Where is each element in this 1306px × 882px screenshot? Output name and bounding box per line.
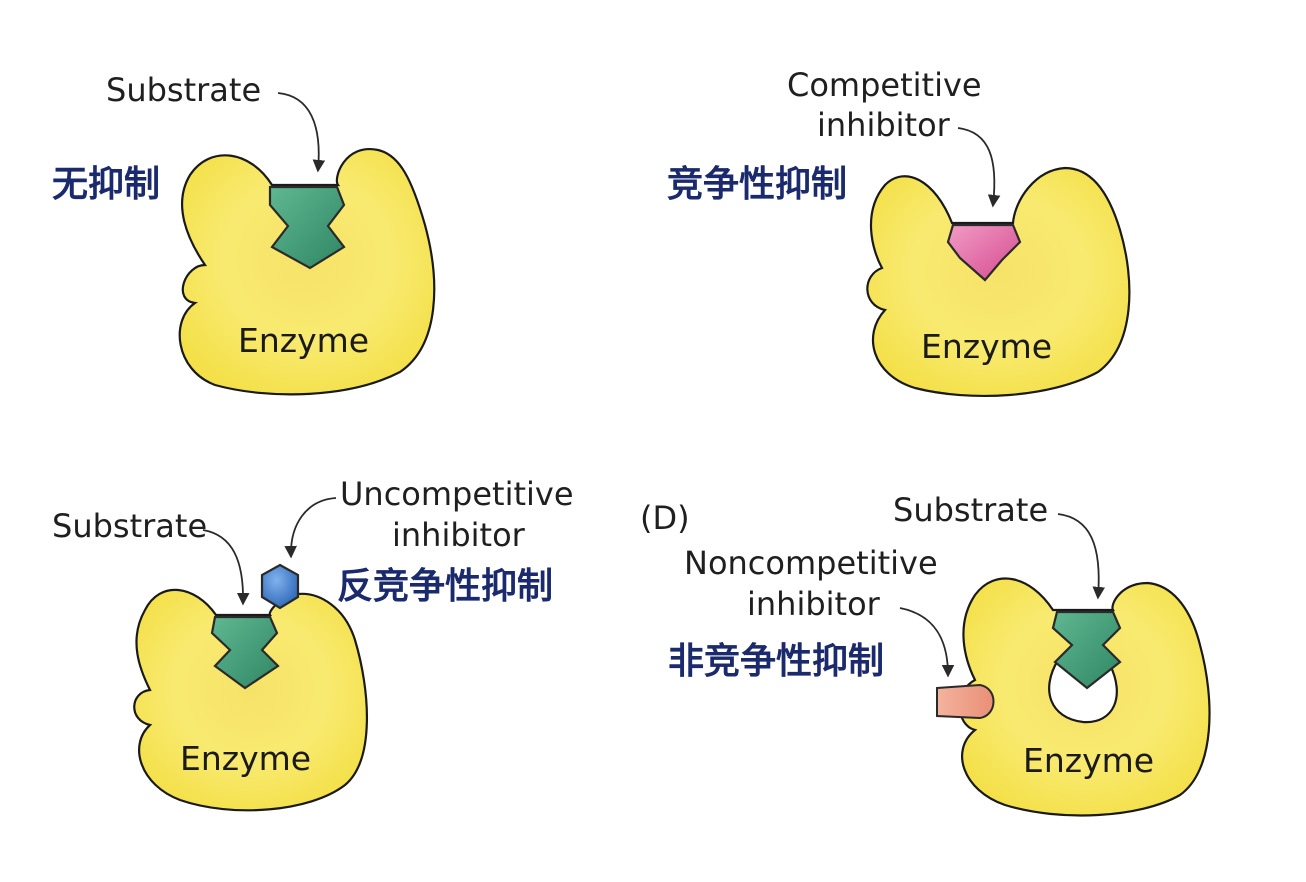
noncompetitive-inhibitor-label-line2: inhibitor xyxy=(747,585,881,623)
substrate-arrow xyxy=(202,529,250,606)
enzyme-shape xyxy=(178,148,436,396)
uncompetitive-inhibitor-shape xyxy=(260,563,300,610)
substrate-label: Substrate xyxy=(106,71,261,109)
uncompetitive-inhibitor-label-line2: inhibitor xyxy=(392,516,526,554)
noncompetitive-inhibitor-shape xyxy=(936,683,995,720)
enzyme-label: Enzyme xyxy=(921,327,1052,366)
zh-label-uncompetitive: 反竞争性抑制 xyxy=(337,566,553,607)
noncompetitive-inhibitor-arrow xyxy=(899,607,955,678)
enzyme-label: Enzyme xyxy=(238,321,369,360)
zh-label-no-inhibition: 无抑制 xyxy=(52,164,160,205)
panel-letter: (D) xyxy=(640,499,690,537)
enzyme-shape xyxy=(133,588,369,812)
substrate-shape xyxy=(1051,610,1122,690)
substrate-label: Substrate xyxy=(52,507,207,545)
substrate-shape xyxy=(268,185,346,270)
enzyme-shape xyxy=(866,166,1131,398)
panel-uncompetitive: Substrate Uncompetitive inhibitor Enzyme… xyxy=(52,475,574,812)
uncompetitive-inhibitor-label-line1: Uncompetitive xyxy=(340,475,574,513)
enzyme-shape xyxy=(959,577,1211,817)
noncompetitive-inhibitor-label-line1: Noncompetitive xyxy=(684,544,938,582)
substrate-arrow xyxy=(1057,513,1106,600)
panel-noncompetitive: (D) Substrate Noncompetitive inhibitor E… xyxy=(640,491,1211,817)
panel-competitive: Competitive inhibitor Enzyme 竞争性抑制 xyxy=(667,66,1131,398)
competitive-inhibitor-arrow xyxy=(957,127,1001,208)
uncompetitive-inhibitor-arrow xyxy=(284,497,337,559)
substrate-arrow xyxy=(277,92,326,173)
panel-no-inhibition: Substrate Enzyme 无抑制 xyxy=(52,71,436,396)
substrate-shape xyxy=(210,615,280,690)
competitive-inhibitor-label-line1: Competitive xyxy=(787,66,982,104)
enzyme-label: Enzyme xyxy=(1023,741,1154,780)
substrate-label: Substrate xyxy=(893,491,1048,529)
competitive-inhibitor-label-line2: inhibitor xyxy=(817,106,951,144)
zh-label-competitive: 竞争性抑制 xyxy=(667,164,847,205)
competitive-inhibitor-shape xyxy=(946,223,1022,282)
enzyme-label: Enzyme xyxy=(180,739,311,778)
zh-label-noncompetitive: 非竞争性抑制 xyxy=(668,641,884,682)
